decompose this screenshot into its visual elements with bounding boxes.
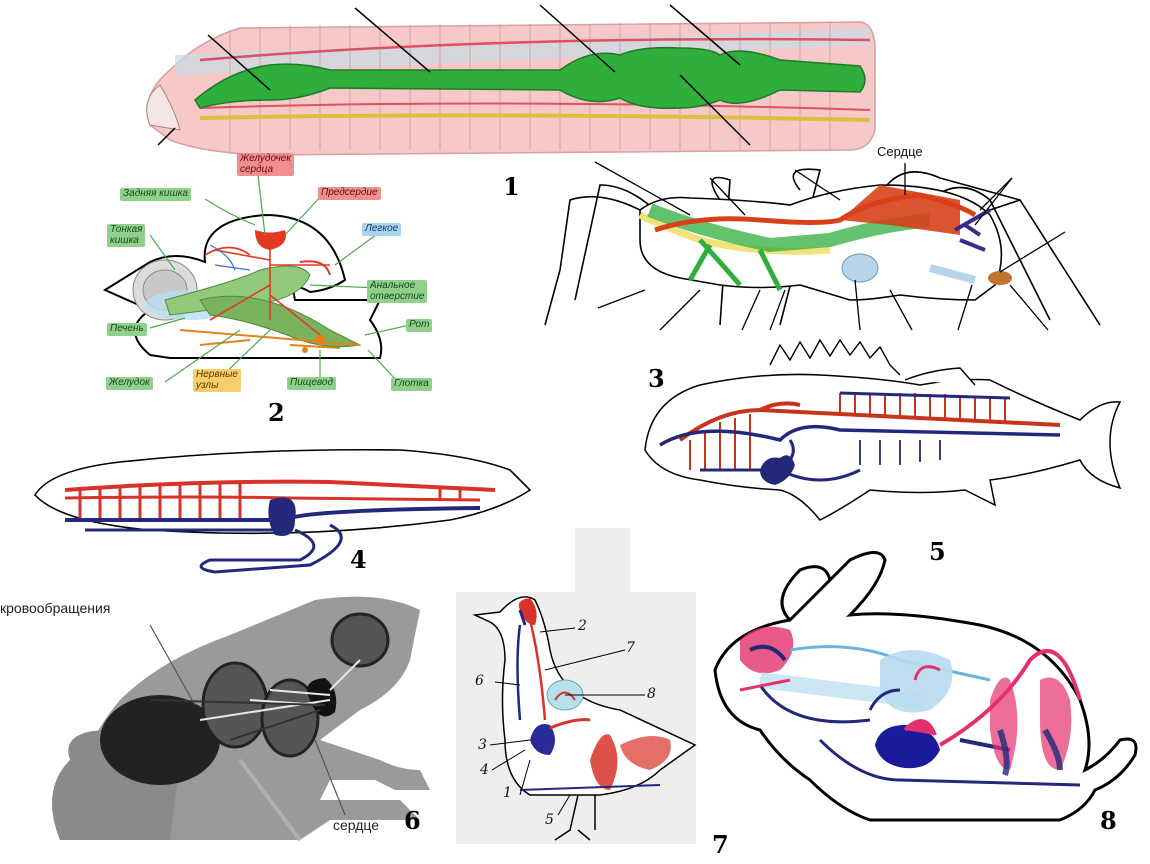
bird-figure [456,528,697,844]
bird-number-3: 3 [478,737,487,753]
frog-figure [52,596,430,842]
bird-number-5: 5 [545,812,554,828]
label-anal-opening: Анальное отверстие [367,280,428,303]
label-pharynx: Глотка [391,378,432,391]
fish-figure [644,338,1122,521]
panel-number-4: 4 [350,545,367,574]
panel-number-6: 6 [404,806,421,835]
snail-figure [102,174,411,383]
insect-figure [544,161,1101,331]
label-small-intestine: Тонкая кишка [107,224,146,247]
panel-number-3: 3 [648,364,665,393]
rabbit-figure [713,551,1138,822]
label-frog-circulation: кровообращения [0,600,111,616]
bird-number-2: 2 [578,618,587,634]
label-liver: Печень [107,323,147,336]
panel-number-8: 8 [1100,806,1117,835]
bird-number-1: 1 [503,785,512,801]
bird-number-6: 6 [475,673,484,689]
panel-number-2: 2 [268,398,285,427]
label-mouth: Рот [406,319,433,332]
label-esophagus: Пищевод [287,377,336,390]
label-ventricle: Желудочек сердца [237,153,295,176]
label-frog-heart: сердце [333,817,380,833]
panel-number-5: 5 [929,537,946,566]
label-hindgut: Задняя кишка [120,188,192,201]
label-ganglia: Нервные узлы [193,369,241,392]
lancelet-figure [34,448,532,574]
earthworm-figure [146,4,876,156]
bird-number-8: 8 [647,686,656,702]
label-insect-heart: Сердце [877,144,923,159]
label-atrium: Предсердие [318,187,381,200]
label-stomach: Желудок [106,377,153,390]
panel-number-7: 7 [712,830,729,859]
bird-number-7: 7 [626,640,635,656]
panel-number-1: 1 [503,172,520,201]
bird-number-4: 4 [480,762,489,778]
label-lung: Легкое [362,223,402,236]
